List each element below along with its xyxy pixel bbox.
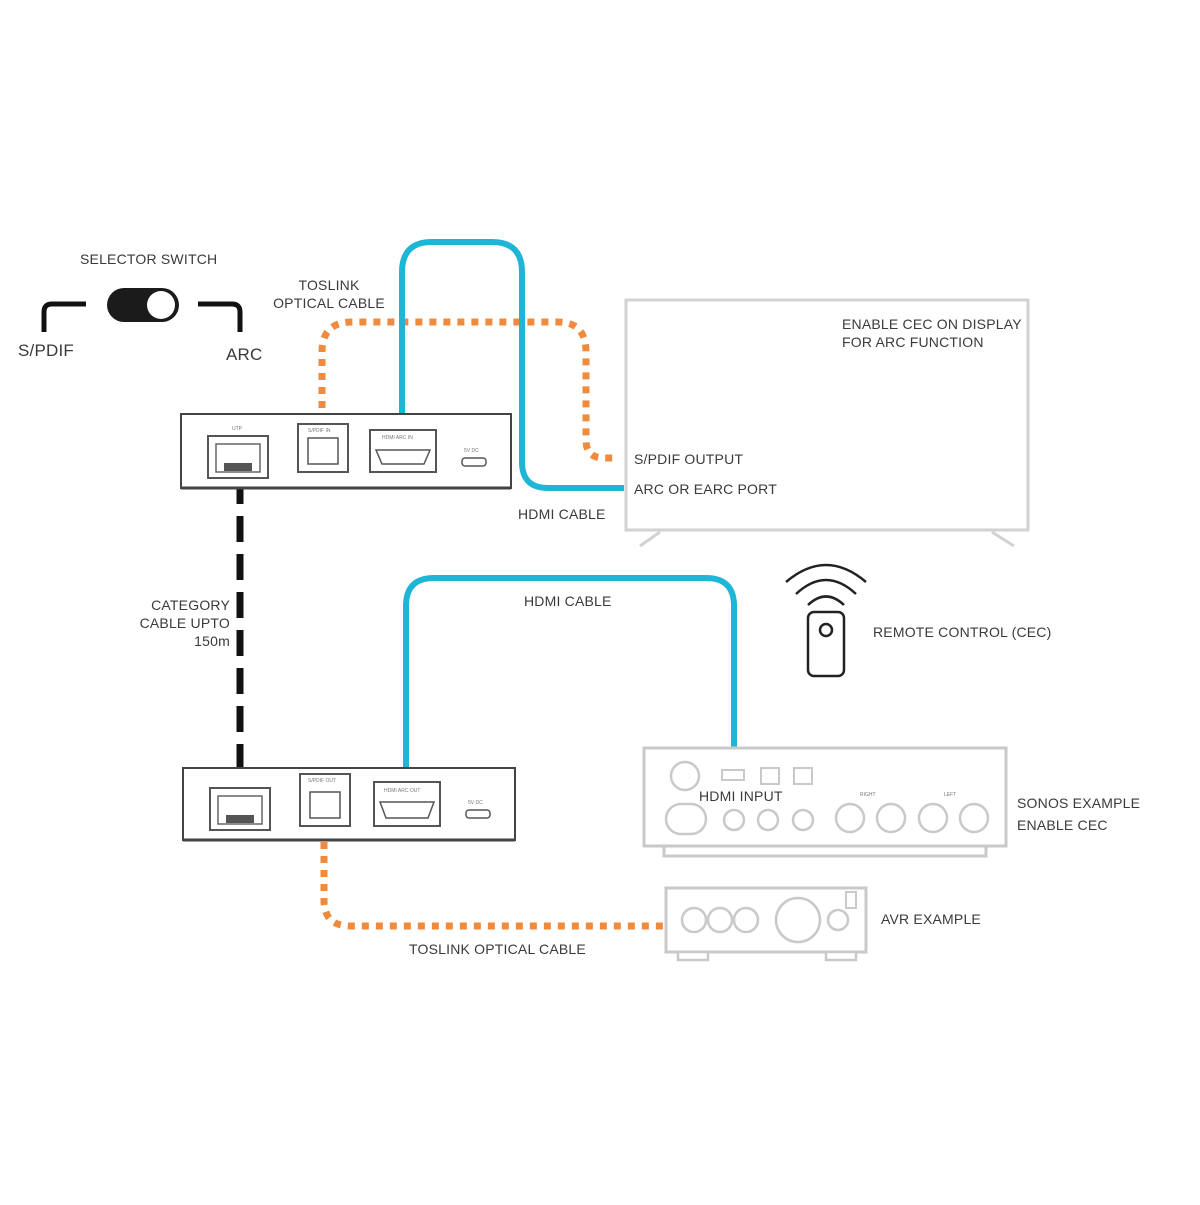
hdmi-cable-bottom: [403, 575, 737, 786]
display-note-line2: FOR ARC FUNCTION: [842, 334, 984, 350]
avr-device-icon: [664, 886, 868, 962]
rx-hdmi-arc-out-label: HDMI ARC OUT: [384, 788, 420, 794]
tx-dc-label: 5V DC: [464, 448, 479, 454]
selector-spdif-label: S/PDIF: [18, 341, 74, 360]
sonos-example-label: SONOS EXAMPLE ENABLE CEC: [1017, 792, 1140, 836]
toslink-top-line2: OPTICAL CABLE: [273, 295, 385, 311]
category-line1: CATEGORY: [151, 597, 230, 613]
toslink-top-label: TOSLINK OPTICAL CABLE: [270, 276, 388, 312]
spdif-in-port-icon: [297, 423, 349, 473]
sonos-left-label: LEFT: [944, 792, 956, 798]
sonos-device-icon: [642, 746, 1008, 858]
display-spdif-output-label: S/PDIF OUTPUT: [634, 451, 744, 467]
rx-dc-port-icon: [465, 809, 491, 819]
avr-example-label: AVR EXAMPLE: [881, 911, 981, 927]
hdmi-cable-top: [399, 239, 624, 491]
selector-switch-icon: [41, 288, 243, 332]
toslink-bottom-label: TOSLINK OPTICAL CABLE: [409, 941, 586, 957]
sonos-right-label: RIGHT: [860, 792, 876, 798]
tx-hdmi-arc-in-label: HDMI ARC IN: [382, 435, 413, 441]
hdmi-cable-bottom-label: HDMI CABLE: [524, 593, 612, 609]
selector-switch-title: SELECTOR SWITCH: [80, 251, 218, 267]
rx-spdif-out-label: S/PDIF OUT: [308, 778, 336, 784]
rx-utp-port-icon: [209, 787, 271, 831]
selector-arc-label: ARC: [226, 345, 263, 364]
spdif-out-port-icon: [299, 773, 351, 827]
hdmi-arc-in-port-icon: [369, 429, 437, 473]
hdmi-arc-out-port-icon: [373, 781, 441, 827]
dc-port-icon: [461, 457, 487, 467]
display-note-line1: ENABLE CEC ON DISPLAY: [842, 316, 1022, 332]
receiver-unit: S/PDIF OUT HDMI ARC OUT 5V DC: [182, 767, 516, 842]
sonos-hdmi-input-label: HDMI INPUT: [699, 788, 783, 804]
transmitter-unit: UTP S/PDIF IN HDMI ARC IN 5V DC: [180, 413, 512, 490]
display-arc-port-label: ARC OR EARC PORT: [634, 481, 777, 497]
tx-spdif-in-label: S/PDIF IN: [308, 428, 331, 434]
category-cable-label: CATEGORY CABLE UPTO 150m: [130, 596, 230, 650]
hdmi-cable-top-label: HDMI CABLE: [518, 506, 606, 522]
rx-dc-label: 5V DC: [468, 800, 483, 806]
utp-port-icon: [207, 435, 269, 479]
category-line2: CABLE UPTO: [139, 615, 230, 631]
tv-display-icon: [624, 298, 1030, 548]
remote-control-icon: [785, 563, 867, 678]
toslink-optical-cable-bottom: [320, 828, 664, 930]
category-line3: 150m: [194, 633, 230, 649]
remote-control-label: REMOTE CONTROL (CEC): [873, 624, 1052, 640]
display-note-label: ENABLE CEC ON DISPLAY FOR ARC FUNCTION: [842, 315, 1022, 351]
sonos-label-line1: SONOS EXAMPLE: [1017, 795, 1141, 811]
tx-utp-label: UTP: [232, 426, 243, 432]
toslink-top-line1: TOSLINK: [298, 277, 360, 293]
sonos-label-line2: ENABLE CEC: [1017, 817, 1108, 833]
